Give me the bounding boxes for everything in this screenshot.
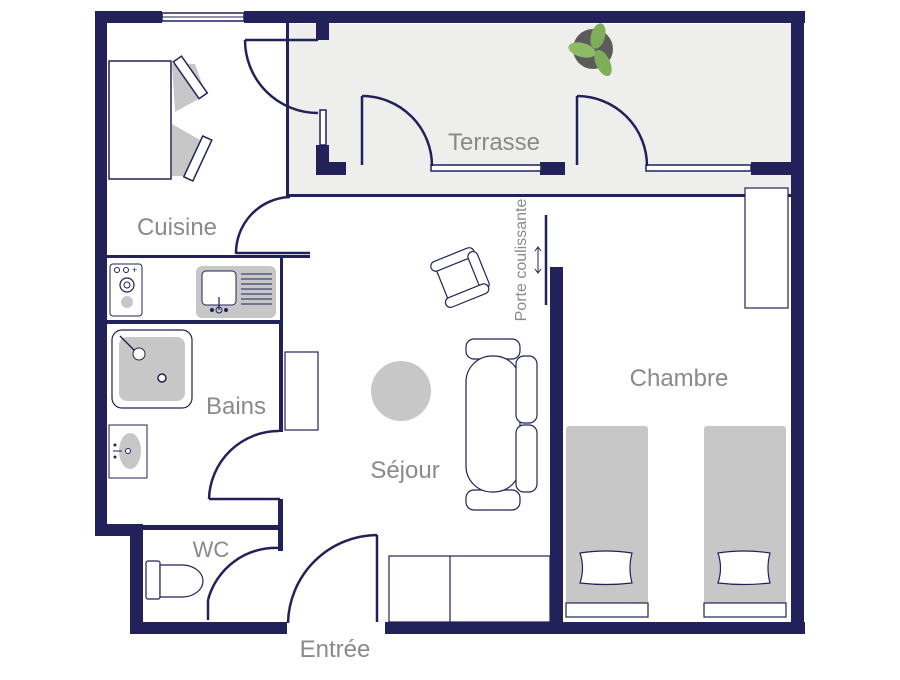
wardrobe <box>744 187 789 309</box>
kitchen-table-set <box>108 55 213 182</box>
living-shelf <box>284 351 319 431</box>
label-chambre: Chambre <box>630 365 729 392</box>
washbasin <box>108 424 148 479</box>
bed-right <box>703 426 787 618</box>
armchair <box>430 247 490 308</box>
label-cuisine: Cuisine <box>137 214 217 241</box>
kitchen-window <box>161 12 245 22</box>
label-sejour: Séjour <box>370 457 439 484</box>
label-bains: Bains <box>206 393 266 420</box>
bedroom-furniture <box>565 187 789 618</box>
kitchen-chair-top <box>172 64 206 112</box>
bathroom-fixtures <box>108 329 193 479</box>
plant-icon <box>568 23 613 77</box>
round-table <box>371 361 431 421</box>
svg-text:+: + <box>132 265 137 275</box>
living-room-furniture <box>284 247 551 623</box>
terrace-windows <box>319 109 752 172</box>
label-terrasse: Terrasse <box>448 129 540 156</box>
room-labels: Cuisine Terrasse Bains Séjour Chambre WC… <box>137 129 728 663</box>
kitchen-chair-bottom <box>172 124 200 176</box>
kitchen-counter: + <box>109 263 276 318</box>
label-wc: WC <box>193 537 230 562</box>
kitchen-table <box>108 60 172 180</box>
sofa <box>465 338 538 511</box>
sliding-door-arrow-icon <box>534 246 542 274</box>
stove: + <box>109 263 143 317</box>
entry-cabinet <box>388 555 551 623</box>
toilet <box>145 560 204 600</box>
door-swings <box>206 38 649 624</box>
kitchen-sink <box>196 266 276 318</box>
exterior-walls <box>95 11 805 634</box>
bed-left <box>565 426 649 618</box>
label-sliding-door: Porte coulissante <box>513 199 530 322</box>
label-entree: Entrée <box>300 636 371 663</box>
interior-walls <box>107 22 795 634</box>
